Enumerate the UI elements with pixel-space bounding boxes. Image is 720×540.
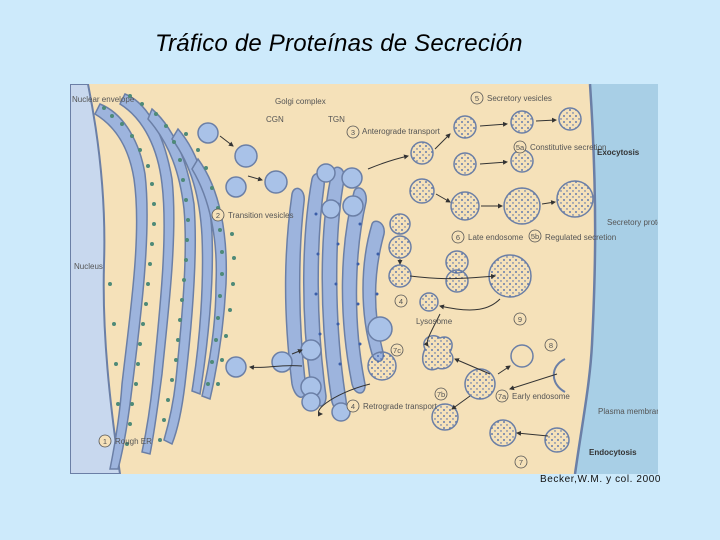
label-lysosome: Lysosome	[416, 317, 453, 326]
transport-arrows	[219, 117, 558, 437]
label-cgn: CGN	[266, 115, 284, 124]
label-tgn: TGN	[328, 115, 345, 124]
figure-credit: Becker,W.M. y col. 2000	[540, 474, 662, 485]
label-early-endosome: Early endosome	[512, 392, 570, 401]
label-late-endosome: Late endosome	[468, 233, 524, 242]
label-retrograde-transport: Retrograde transport	[363, 402, 438, 411]
step-4-retrograde: 4	[351, 402, 355, 411]
label-plasma-membrane: Plasma membrane	[598, 407, 658, 416]
step-4-lysosome: 4	[399, 297, 403, 306]
recycling-vesicle	[510, 344, 534, 368]
label-rough-er: Rough ER	[115, 437, 152, 446]
endosome-vesicle	[489, 419, 517, 447]
step-7: 7	[519, 458, 523, 467]
label-nucleus: Nucleus	[74, 262, 103, 271]
plasma-membrane	[573, 84, 597, 474]
ribosomes	[102, 94, 236, 446]
label-anterograde-transport: Anterograde transport	[362, 127, 441, 136]
step-1: 1	[103, 437, 107, 446]
step-8: 8	[549, 341, 553, 350]
late-endosome	[488, 254, 532, 298]
label-nuclear-envelope: Nuclear envelope	[72, 95, 135, 104]
step-7a: 7a	[498, 392, 507, 401]
protein-trafficking-diagram: 1 2 3 4 4 5 5a 5b 6 7 7a 7b 7c 8 9 Nucle…	[70, 84, 658, 474]
step-markers	[98, 91, 558, 469]
label-transition-vesicles: Transition vesicles	[228, 211, 294, 220]
label-secretory-proteins: Secretory proteins	[607, 218, 658, 227]
label-exocytosis: Exocytosis	[597, 148, 640, 157]
step-7b: 7b	[437, 390, 445, 399]
endocytosis-vesicle	[544, 427, 570, 453]
step-2: 2	[216, 211, 220, 220]
slide-title: Tráfico de Proteínas de Secreción	[155, 30, 523, 57]
step-7c: 7c	[393, 346, 401, 355]
endocytic-vesicle	[431, 403, 459, 431]
step-6: 6	[456, 233, 460, 242]
diagram-labels: Nuclear envelope Golgi complex CGN TGN A…	[72, 94, 658, 457]
transition-vesicles	[197, 122, 288, 378]
step-5: 5	[475, 94, 479, 103]
label-constitutive-secretion: Constitutive secretion	[530, 143, 606, 152]
step-9: 9	[518, 315, 522, 324]
vesicle-7c	[367, 351, 397, 381]
label-regulated-secretion: Regulated secretion	[545, 233, 616, 242]
step-5a: 5a	[516, 143, 525, 152]
early-endosome	[464, 368, 496, 400]
step-3: 3	[351, 128, 355, 137]
lysosome	[421, 335, 454, 371]
label-endocytosis: Endocytosis	[589, 448, 637, 457]
step-5b: 5b	[531, 232, 539, 241]
nucleus	[70, 84, 122, 474]
label-secretory-vesicles: Secretory vesicles	[487, 94, 552, 103]
label-golgi-complex: Golgi complex	[275, 97, 326, 106]
transport-vesicles	[271, 107, 594, 422]
step-numbers: 1 2 3 4 4 5 5a 5b 6 7 7a 7b 7c 8 9	[103, 94, 553, 467]
